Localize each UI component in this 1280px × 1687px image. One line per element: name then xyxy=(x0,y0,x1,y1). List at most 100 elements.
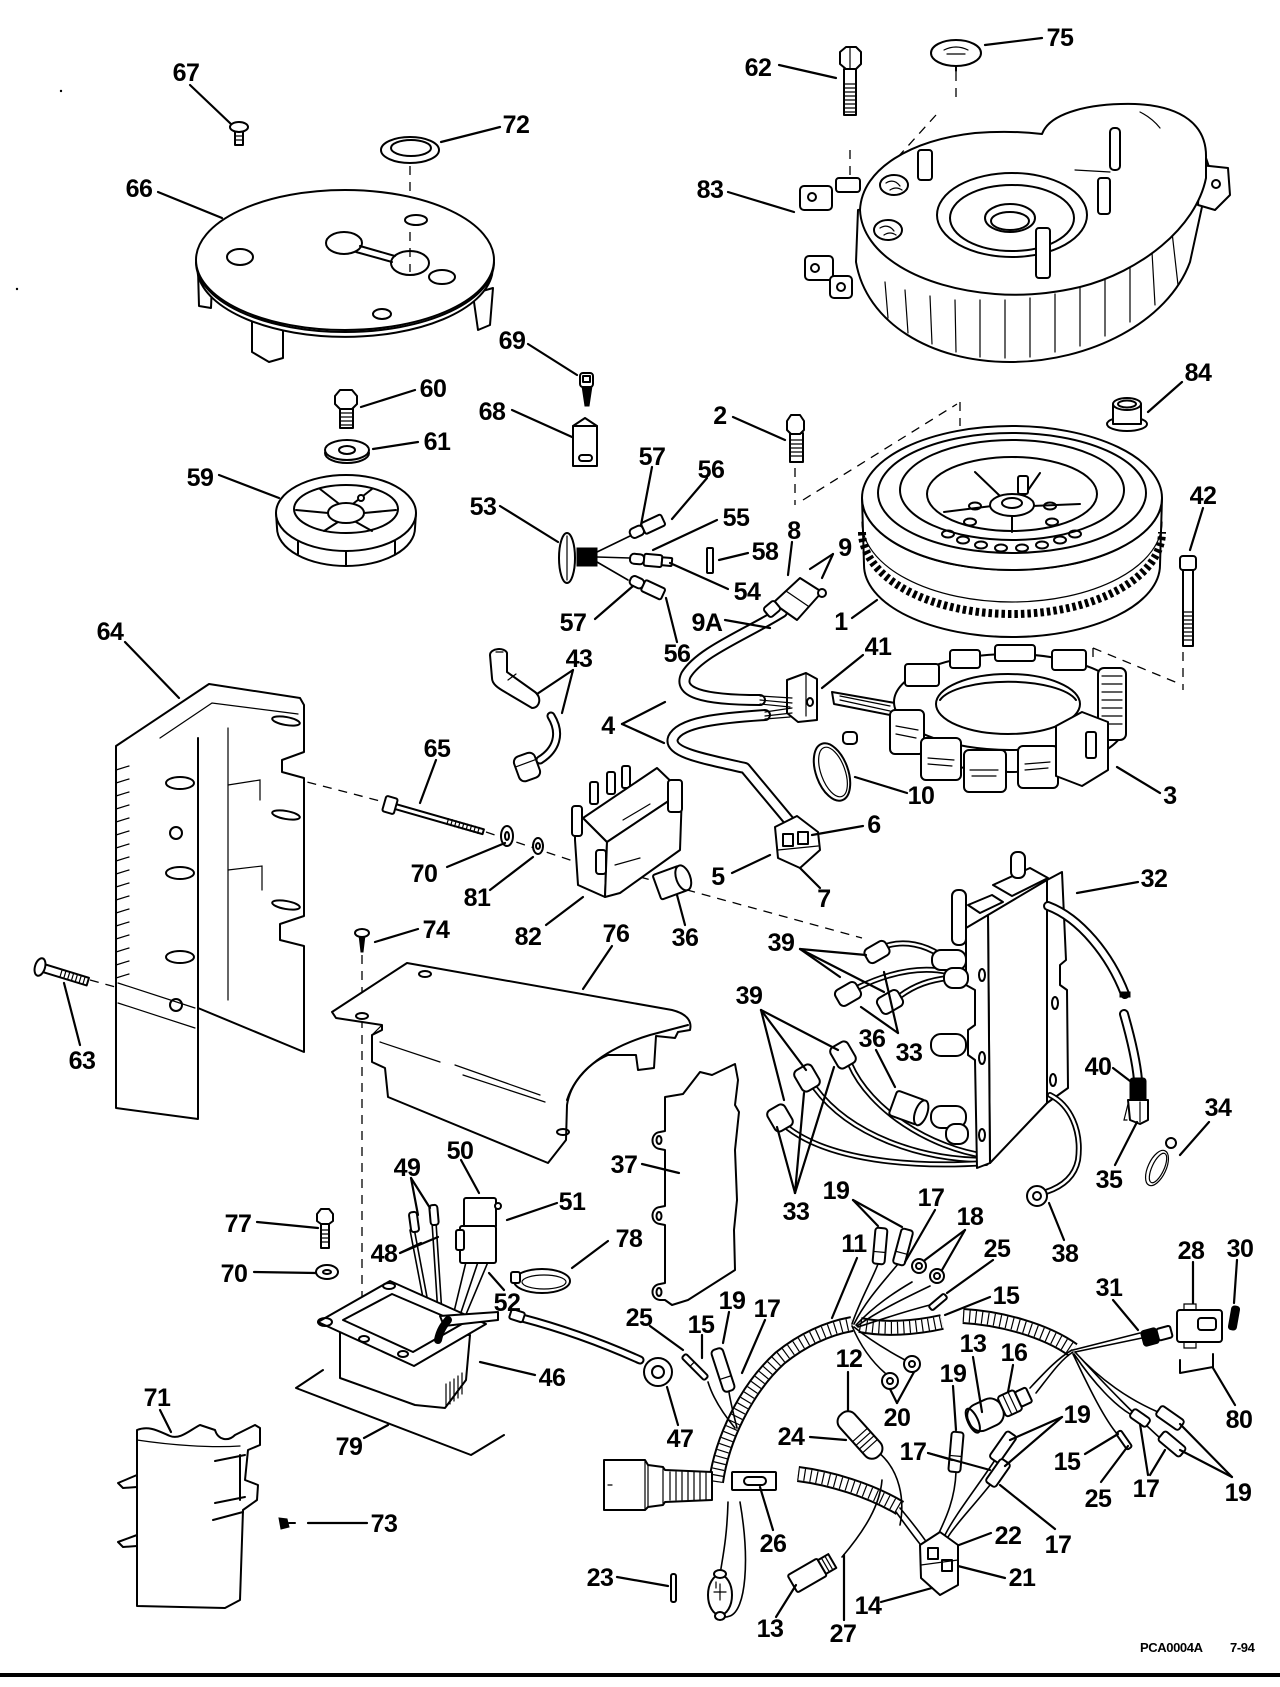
strap-loop-inner xyxy=(818,746,848,798)
hole xyxy=(1043,501,1057,511)
callout-label: 83 xyxy=(697,176,724,204)
hole xyxy=(941,529,955,539)
boot xyxy=(793,1063,821,1093)
leader-line xyxy=(570,1239,610,1270)
bolt-nut xyxy=(381,795,399,815)
plug-neck-hatch xyxy=(669,1471,707,1501)
stator-bore-wall xyxy=(939,680,1077,701)
terminal-19 xyxy=(871,1226,889,1266)
plate-post xyxy=(1010,851,1026,879)
terminal xyxy=(871,1226,889,1266)
lead-bundle xyxy=(434,1316,452,1344)
leader-line xyxy=(888,1387,899,1405)
shield-tab xyxy=(165,950,195,964)
connector-seam xyxy=(920,1559,959,1566)
alignment-line xyxy=(802,403,958,501)
coil-face-lines xyxy=(895,725,1051,777)
plate-slot xyxy=(355,251,393,263)
shield-slot xyxy=(271,809,301,821)
callout-label: 50 xyxy=(447,1137,474,1165)
terminal-body xyxy=(642,552,664,569)
stator-coil xyxy=(994,644,1036,662)
sleeve-36 xyxy=(652,864,693,901)
panel-hole xyxy=(655,1211,663,1221)
hole xyxy=(956,535,970,545)
figure-date: 7-94 xyxy=(1230,1640,1256,1655)
fuse-cap xyxy=(714,1611,726,1621)
terminal-15-25 xyxy=(1115,1429,1133,1451)
callout-label: 79 xyxy=(336,1433,363,1461)
connector-prong xyxy=(1123,1101,1141,1123)
sensor-threads xyxy=(851,1427,879,1454)
strap-head xyxy=(1165,1137,1177,1149)
pin-23 xyxy=(670,1573,677,1603)
callout-label: 57 xyxy=(560,609,587,637)
callout-label: 72 xyxy=(503,111,530,139)
hole xyxy=(963,517,977,527)
callout-label: 58 xyxy=(752,538,779,566)
stator-bore xyxy=(935,673,1081,735)
callout-label: 32 xyxy=(1141,865,1168,893)
leader-line xyxy=(943,1295,992,1317)
ring-hole xyxy=(886,1377,894,1385)
cover-boss xyxy=(873,219,903,241)
bolt-threads xyxy=(843,83,857,113)
terminal xyxy=(947,1430,965,1474)
callout-label: 15 xyxy=(688,1311,715,1339)
leader-line xyxy=(362,1423,390,1440)
callout-label: 56 xyxy=(664,640,691,668)
leader-line xyxy=(188,83,233,126)
callout-label: 81 xyxy=(464,884,491,912)
callout-labels: 67 72 66 69 60 61 59 68 62 75 83 84 2 53… xyxy=(69,24,1254,1648)
ring-terminal-20 xyxy=(903,1355,921,1373)
leader-line xyxy=(717,551,750,562)
leader-line xyxy=(998,1483,1057,1531)
callout-label: 70 xyxy=(221,1260,248,1288)
leader-line xyxy=(775,1125,797,1195)
flywheel-key xyxy=(1017,475,1029,495)
coil-housing xyxy=(967,894,1004,914)
flywheel-ring xyxy=(899,439,1125,541)
block-68 xyxy=(572,417,598,467)
ground-wire-38 xyxy=(1026,1092,1082,1207)
cover-71 xyxy=(117,1424,261,1609)
leader-line xyxy=(830,1256,859,1320)
terminal-56 xyxy=(640,579,667,601)
bolt-65 xyxy=(381,795,485,836)
stator-coil xyxy=(904,663,940,687)
connector-pin-51 xyxy=(494,1202,502,1210)
connector-latch xyxy=(1183,1303,1197,1349)
panel-outline xyxy=(651,1063,740,1306)
cover-outline xyxy=(136,1424,261,1609)
leader-line xyxy=(252,1270,318,1275)
terminal xyxy=(408,1210,420,1234)
terminal-17 xyxy=(985,1458,1011,1488)
leader-line xyxy=(1047,1201,1066,1242)
leader-line xyxy=(882,970,900,1035)
coil-windings xyxy=(1101,675,1123,725)
hole xyxy=(1053,535,1067,545)
pack-mount-lug xyxy=(595,849,607,875)
strap-loop xyxy=(1144,1149,1170,1187)
plate-cable xyxy=(1121,1011,1141,1083)
harness-wire xyxy=(1072,1332,1143,1353)
callout-label: 33 xyxy=(896,1039,923,1067)
panel-37 xyxy=(651,1063,740,1306)
leader-line xyxy=(498,504,560,544)
callout-label: 55 xyxy=(723,504,750,532)
pulley-key xyxy=(357,494,365,502)
screw-67 xyxy=(229,121,249,146)
leader-line xyxy=(774,1583,798,1619)
connector-35 xyxy=(1127,1099,1149,1125)
leader-line xyxy=(798,947,868,957)
terminal-19 xyxy=(1157,1430,1187,1458)
washer-inner xyxy=(535,842,541,850)
leader-line xyxy=(398,1235,440,1255)
stator-coil xyxy=(1051,649,1087,671)
plate-hole xyxy=(978,968,986,982)
stator-coil xyxy=(889,709,925,755)
terminal-joint xyxy=(689,1361,695,1367)
callout-label: 1 xyxy=(834,608,848,636)
harness-wire xyxy=(895,1507,926,1545)
callout-label: 7 xyxy=(817,885,830,913)
